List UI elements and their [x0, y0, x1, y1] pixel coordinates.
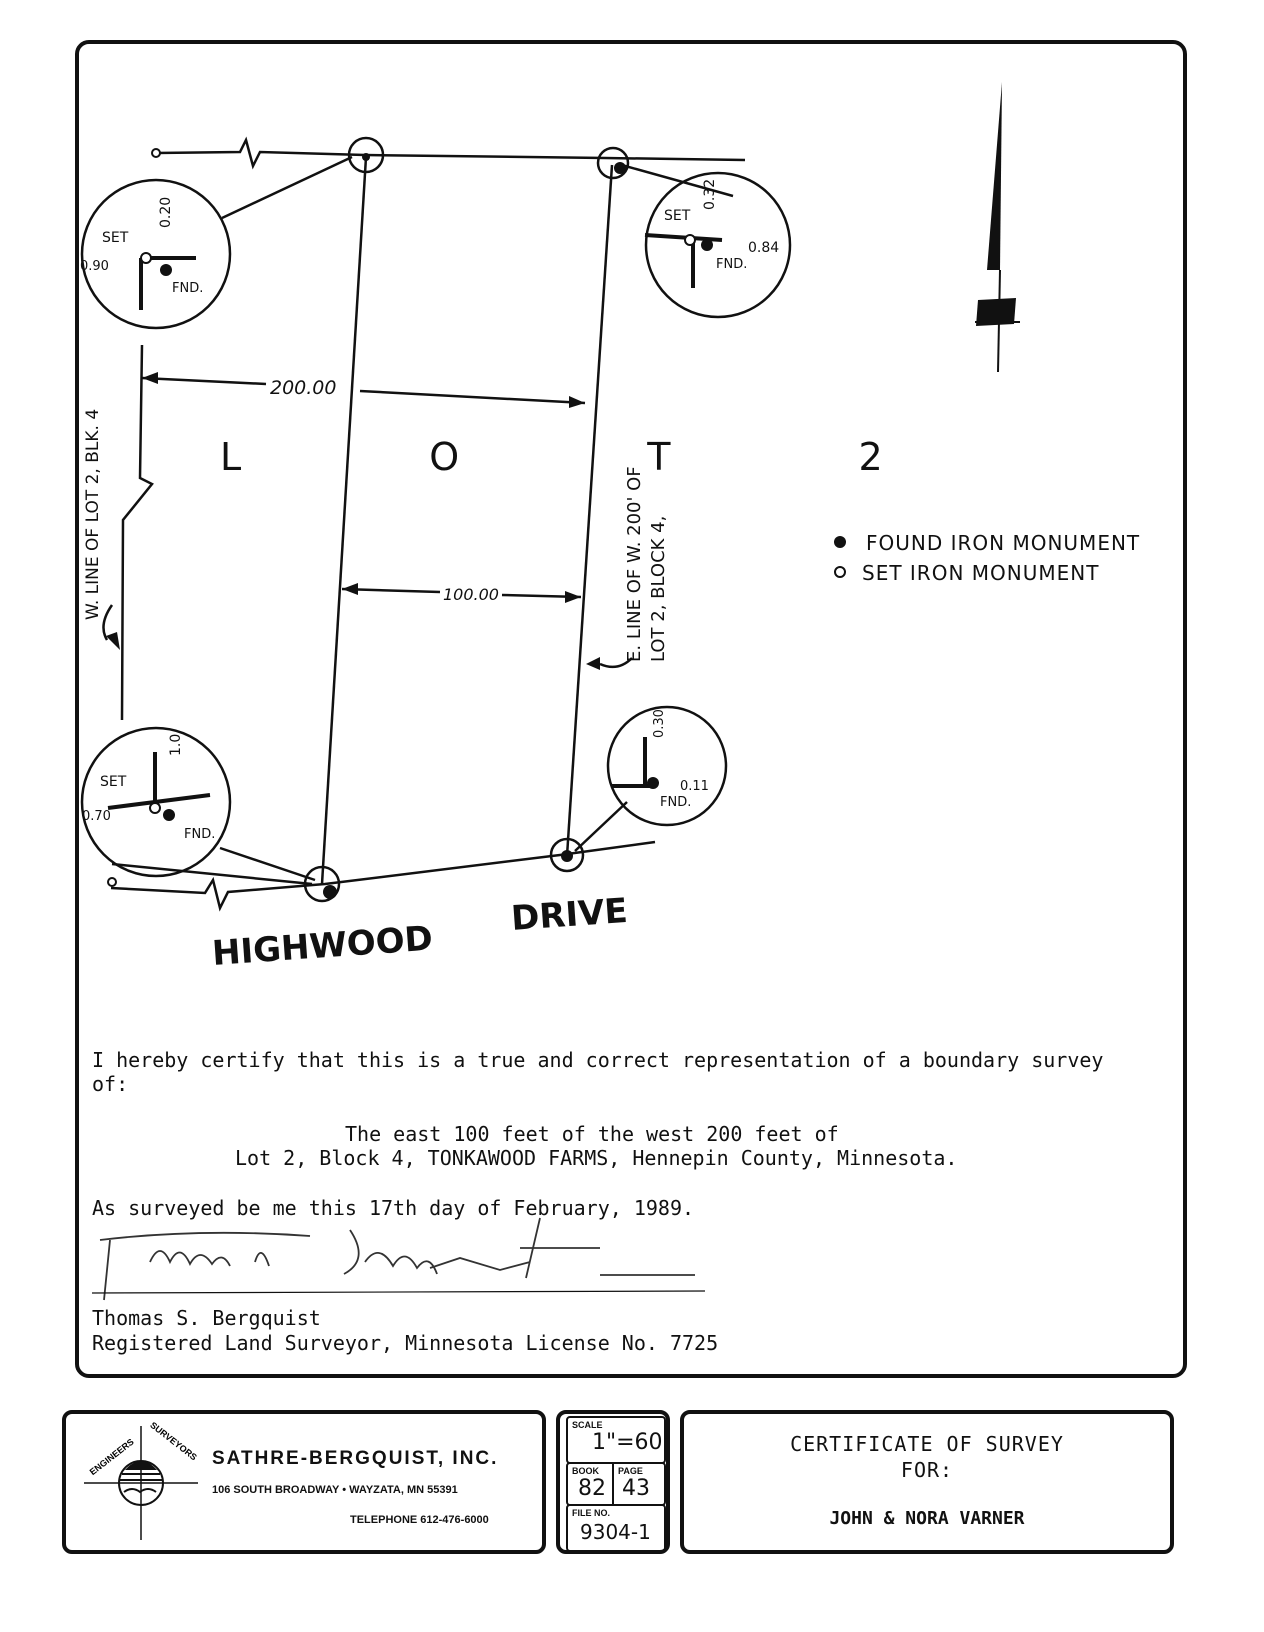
- detail-3-set: SET: [100, 774, 127, 790]
- company-block: ENGINEERS SURVEYORS SATHRE-BERGQUIST, IN…: [62, 1410, 546, 1554]
- file-value: 9304-1: [580, 1520, 651, 1544]
- dimension-100: 100.00: [443, 585, 499, 604]
- south-line: [110, 840, 656, 912]
- east-line-label-1: E. LINE OF W. 200' OF: [624, 466, 645, 662]
- legal-description-2: Lot 2, Block 4, TONKAWOOD FARMS, Hennepi…: [235, 1146, 958, 1170]
- book-label: BOOK: [572, 1466, 599, 1476]
- block-west-line: [120, 344, 154, 721]
- surveyor-name: Thomas S. Bergquist: [92, 1306, 321, 1330]
- scale-label: SCALE: [572, 1420, 603, 1430]
- page-label: PAGE: [618, 1466, 643, 1476]
- detail-2-set: SET: [664, 208, 691, 224]
- book-value: 82: [578, 1476, 606, 1501]
- north-line: [155, 136, 746, 170]
- certify-line-2: of:: [92, 1072, 129, 1096]
- street-name-1: HIGHWOOD: [211, 919, 434, 974]
- surveyor-signature: [91, 1217, 706, 1301]
- certificate-title: CERTIFICATE OF SURVEY: [790, 1432, 1064, 1456]
- surveyor-title: Registered Land Surveyor, Minnesota Lice…: [92, 1331, 719, 1355]
- company-seal-icon: ENGINEERS SURVEYORS: [84, 1422, 199, 1540]
- survey-frame: [75, 40, 1187, 1378]
- surveyed-date: As surveyed be me this 17th day of Febru…: [92, 1196, 695, 1220]
- file-info-block: SCALE 1"=60' BOOK PAGE 82 43 FILE NO. 93…: [556, 1410, 670, 1554]
- legend-found: FOUND IRON MONUMENT: [866, 531, 1141, 555]
- certificate-for: FOR:: [900, 1458, 954, 1482]
- company-name: SATHRE-BERGQUIST, INC.: [212, 1448, 499, 1469]
- east-line-label-2: LOT 2, BLOCK 4,: [648, 516, 669, 662]
- lot-west-line: [320, 156, 368, 885]
- detail-4-a: 0.30: [652, 709, 667, 738]
- title-block: CERTIFICATE OF SURVEY FOR: JOHN & NORA V…: [680, 1410, 1174, 1554]
- detail-3-a: 1.0: [168, 734, 184, 756]
- west-line-label: W. LINE OF LOT 2, BLK. 4: [83, 409, 103, 620]
- detail-4-fnd: FND.: [660, 795, 691, 810]
- detail-1-fnd: FND.: [172, 281, 203, 296]
- lot-label: L O T 2: [220, 435, 971, 479]
- legal-description-1: The east 100 feet of the west 200 feet o…: [345, 1122, 839, 1146]
- certify-line-1: I hereby certify that this is a true and…: [92, 1048, 1104, 1072]
- scale-value: 1"=60': [592, 1430, 669, 1455]
- detail-2-a: 0.32: [702, 179, 718, 210]
- dimension-200: 200.00: [270, 377, 336, 399]
- detail-1-a: 0.20: [158, 197, 174, 228]
- company-address: 106 SOUTH BROADWAY • WAYZATA, MN 55391: [212, 1484, 458, 1496]
- detail-2-b: 0.84: [748, 240, 779, 256]
- scale-cell: SCALE 1"=60': [566, 1416, 669, 1464]
- book-page-cell: BOOK PAGE 82 43: [566, 1462, 666, 1506]
- company-phone: TELEPHONE 612-476-6000: [350, 1514, 489, 1526]
- detail-3-b: 0.70: [82, 809, 111, 824]
- detail-3-fnd: FND.: [184, 827, 215, 842]
- detail-4-b: 0.11: [680, 779, 709, 794]
- north-arrow-icon: [975, 82, 1020, 373]
- lot-east-line: [565, 164, 614, 857]
- file-label: FILE NO.: [572, 1508, 610, 1518]
- seal-text-left: ENGINEERS: [88, 1437, 136, 1478]
- client-name: JOHN & NORA VARNER: [829, 1508, 1025, 1529]
- file-number-cell: FILE NO. 9304-1: [566, 1504, 666, 1552]
- legend-symbols: [834, 536, 846, 578]
- detail-1-set: SET: [102, 230, 129, 246]
- street-name-2: DRIVE: [510, 891, 629, 939]
- detail-2-fnd: FND.: [716, 257, 747, 272]
- legend-set: SET IRON MONUMENT: [862, 561, 1100, 585]
- seal-text-right: SURVEYORS: [148, 1422, 199, 1462]
- page-value: 43: [622, 1476, 650, 1501]
- detail-1-b: 0.90: [80, 259, 109, 274]
